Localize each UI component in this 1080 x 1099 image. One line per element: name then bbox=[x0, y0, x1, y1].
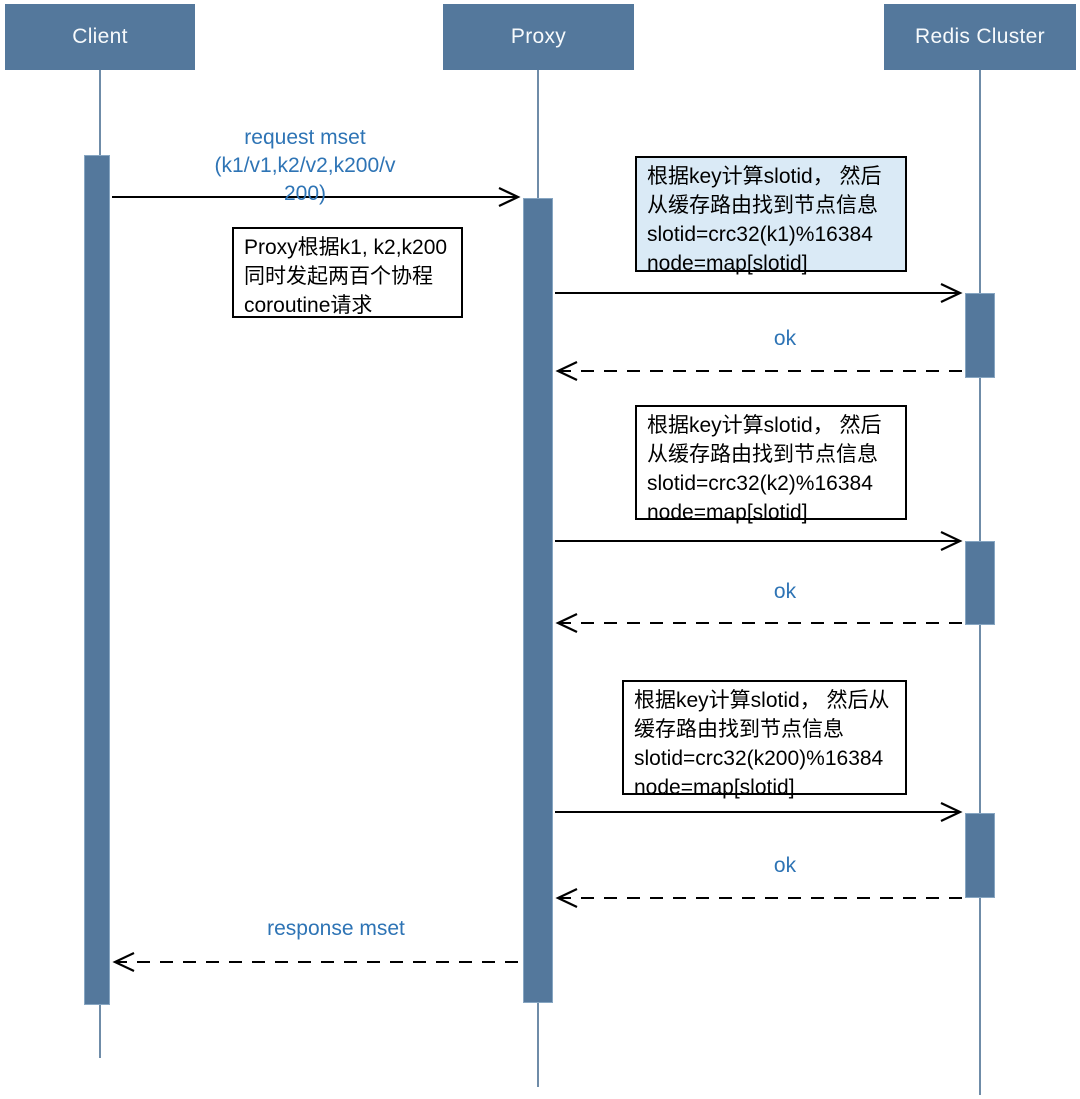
activation-bar-redis-3 bbox=[965, 813, 995, 898]
note-slotid-k200: 根据key计算slotid， 然后从 缓存路由找到节点信息 slotid=crc… bbox=[622, 680, 907, 799]
note-slotid-k1: 根据key计算slotid， 然后 从缓存路由找到节点信息 slotid=crc… bbox=[635, 156, 907, 275]
message-label-ok-1: ok bbox=[773, 327, 797, 350]
message-label-ok-3: ok bbox=[773, 854, 797, 877]
message-label-request-mset: request mset (k1/v1,k2/v2,k200/v 200) bbox=[214, 126, 396, 205]
participant-redis-cluster-label: Redis Cluster bbox=[915, 25, 1045, 48]
participant-redis-cluster: Redis Cluster bbox=[884, 4, 1076, 70]
message-label-ok-2: ok bbox=[773, 580, 797, 603]
note-slotid-k2: 根据key计算slotid， 然后 从缓存路由找到节点信息 slotid=crc… bbox=[635, 405, 907, 524]
activation-bar-client bbox=[84, 155, 110, 1005]
note-proxy-fanout: Proxy根据k1, k2,k200 同时发起两百个协程 coroutine请求 bbox=[232, 227, 463, 318]
participant-proxy-label: Proxy bbox=[510, 25, 567, 48]
participant-client: Client bbox=[5, 4, 195, 70]
activation-bar-redis-1 bbox=[965, 293, 995, 378]
message-label-response-mset: response mset bbox=[267, 917, 405, 940]
participant-client-label: Client bbox=[72, 25, 128, 48]
activation-bar-proxy bbox=[523, 198, 553, 1003]
activation-bar-redis-2 bbox=[965, 541, 995, 625]
participant-proxy: Proxy bbox=[443, 4, 634, 70]
